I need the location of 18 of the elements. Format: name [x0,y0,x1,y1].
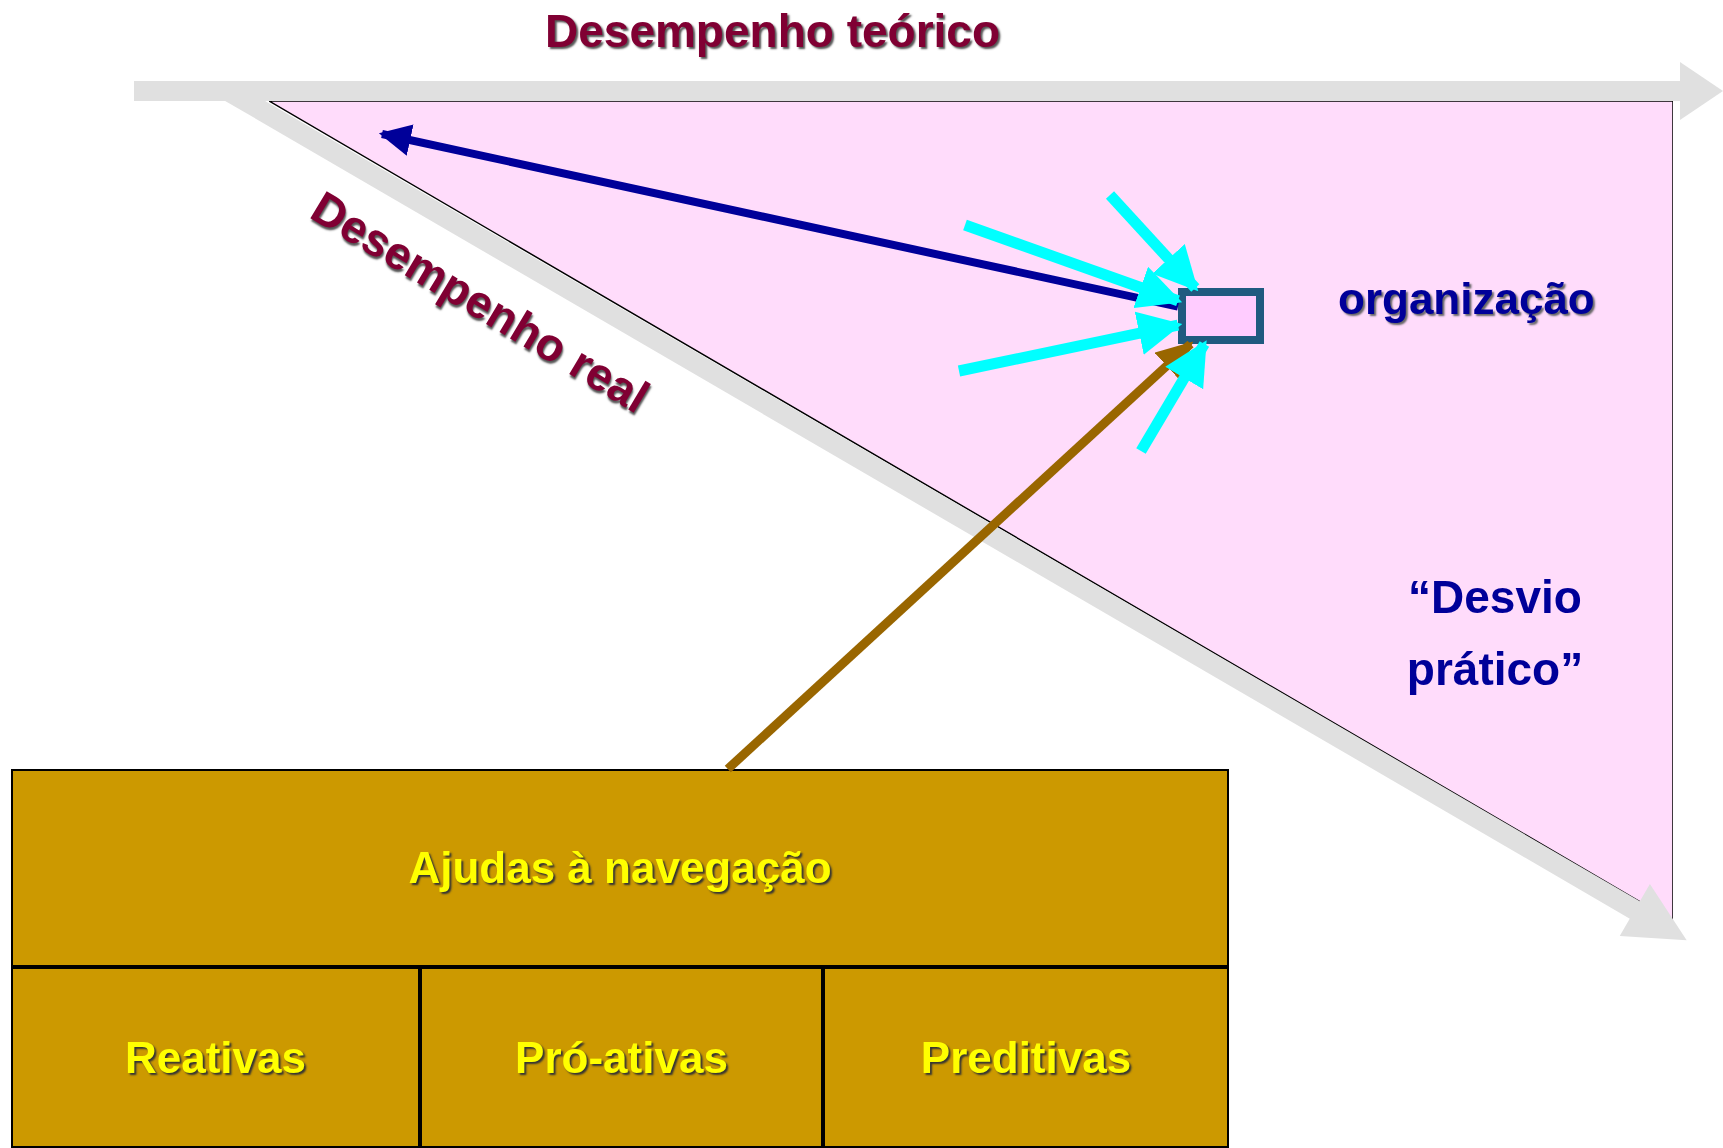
box-label: Ajudas à navegação [408,843,832,893]
box-label: Preditivas [920,1032,1132,1083]
deviation-label: “Desvio prático” [1405,570,1585,697]
box-label: Reativas [125,1032,306,1083]
box-caption: organização [1338,274,1595,324]
organization-box [1178,288,1264,344]
arrow [378,124,1179,311]
arrow [724,340,1194,773]
category-box [11,769,1229,967]
arrow [963,219,1183,309]
arrow [957,311,1183,377]
category-box [11,967,420,1148]
arrow [1136,340,1210,454]
arrow [1105,191,1200,292]
category-box [823,967,1229,1148]
box-label: Pró-ativas [515,1032,728,1083]
axis-label: Desempenho teórico [545,4,1000,58]
category-box [420,967,823,1148]
